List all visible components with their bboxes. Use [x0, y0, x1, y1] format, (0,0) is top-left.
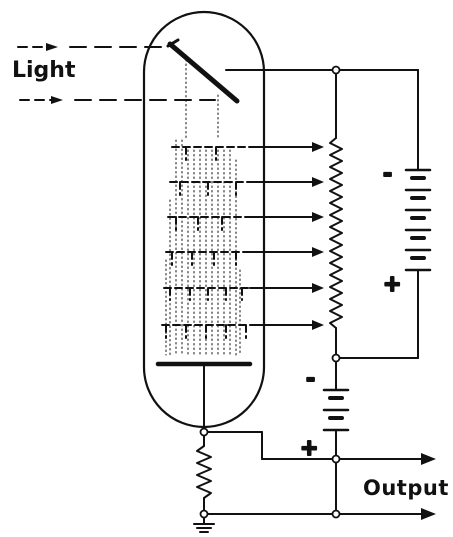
- lower-battery-minus: -: [306, 367, 315, 392]
- lower-battery: [322, 357, 350, 515]
- dynode-5: [163, 287, 251, 301]
- dynode-taps: [249, 142, 324, 330]
- voltage-divider-resistor: [329, 69, 343, 357]
- dynode-6: [161, 324, 251, 339]
- dynode-4: [165, 251, 251, 266]
- lower-battery-plus: +: [300, 436, 318, 461]
- photocathode: [167, 41, 240, 104]
- light-rays: [17, 43, 216, 104]
- output-label: Output: [363, 476, 449, 500]
- dynode-1: [171, 146, 251, 161]
- light-label: Light: [12, 58, 76, 83]
- ground-symbol: [193, 523, 215, 533]
- upper-battery-plus: +: [383, 272, 401, 297]
- junction-nodes: [199, 65, 341, 519]
- upper-battery-minus: -: [383, 162, 392, 187]
- dynode-2: [169, 181, 251, 196]
- upper-battery: [404, 159, 432, 359]
- dynode-3: [167, 216, 251, 231]
- output-terminals: [203, 431, 436, 520]
- dynodes: [161, 146, 251, 339]
